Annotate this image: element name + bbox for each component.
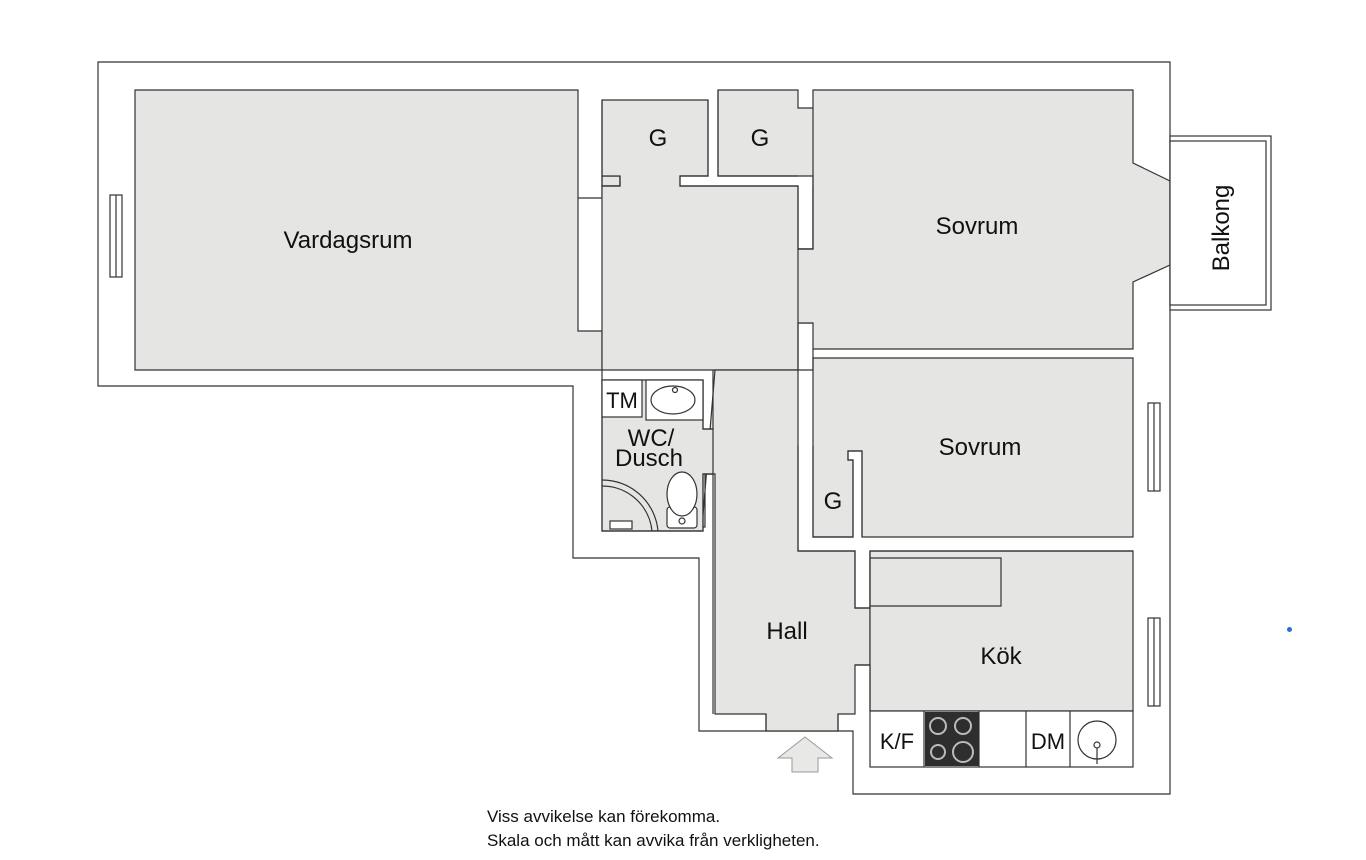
label-fridge: K/F [880, 729, 914, 754]
windows [109, 194, 1161, 707]
label-bathroom-line1: WC/ [628, 425, 675, 452]
label-living-room: Vardagsrum [284, 227, 413, 254]
shower-mixer-icon [601, 479, 659, 532]
marker-dot [1287, 627, 1292, 632]
disclaimer: Viss avvikelse kan förekomma. Skala och … [487, 805, 820, 853]
stove-icon [925, 712, 979, 766]
washer-box [601, 379, 643, 418]
disclaimer-line-2: Skala och mått kan avvika från verklighe… [487, 831, 820, 850]
label-kitchen: Kök [980, 643, 1022, 670]
room-floors [134, 89, 1171, 732]
label-washer: TM [606, 388, 638, 413]
label-bedroom-1: Sovrum [936, 213, 1019, 240]
balcony [1169, 135, 1272, 311]
label-closet-3: G [824, 488, 843, 515]
label-balcony: Balkong [1208, 185, 1235, 272]
label-closet-1: G [649, 125, 668, 152]
label-closet-2: G [751, 125, 770, 152]
washbasin-icon [645, 379, 704, 421]
label-hall: Hall [766, 618, 807, 645]
interior-walls [601, 90, 1133, 731]
label-dishwasher: DM [1031, 729, 1065, 754]
label-bathroom-line2: Dusch [615, 445, 683, 472]
entrance-arrow-icon [776, 736, 834, 773]
disclaimer-line-1: Viss avvikelse kan förekomma. [487, 807, 721, 826]
sink-icon [1077, 720, 1117, 764]
toilet-icon [666, 471, 698, 529]
label-bedroom-2: Sovrum [939, 434, 1022, 461]
